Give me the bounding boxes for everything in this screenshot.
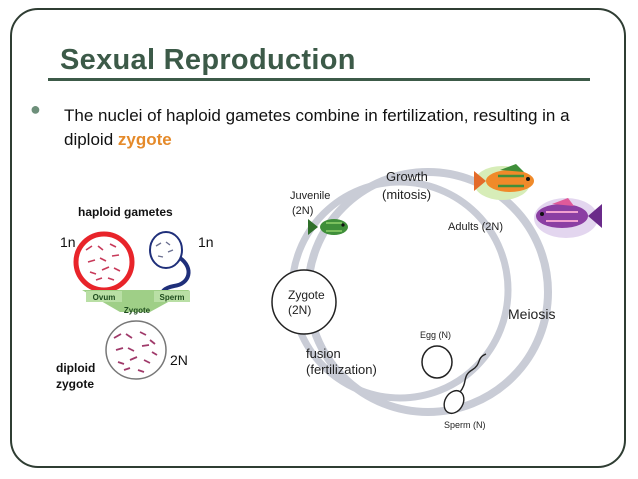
sperm-cell-icon bbox=[149, 231, 191, 299]
fertilization-label: (fertilization) bbox=[306, 362, 377, 377]
egg-label: Egg (N) bbox=[420, 330, 451, 340]
sperm-tag bbox=[154, 291, 190, 302]
cycle-zygote-circle bbox=[271, 269, 337, 335]
bullet-highlight-zygote: zygote bbox=[117, 130, 172, 149]
sperm-label: Sperm bbox=[160, 293, 185, 302]
cycle-zygote-ploidy: (2N) bbox=[288, 303, 311, 317]
zygote-tag-label: Zygote bbox=[124, 306, 151, 315]
fusion-label: fusion bbox=[306, 346, 341, 361]
juvenile-ploidy: (2N) bbox=[292, 205, 313, 217]
sperm-n-label: Sperm (N) bbox=[444, 420, 486, 430]
adult-fish-orange-icon bbox=[474, 164, 534, 200]
juvenile-fish-icon bbox=[308, 219, 348, 235]
zygote-label-left: zygote bbox=[56, 377, 95, 391]
ovum-tag bbox=[86, 291, 122, 302]
bullet-text: The nuclei of haploid gametes combine in… bbox=[64, 104, 604, 152]
sperm-ploidy-label: 1n bbox=[198, 234, 214, 250]
zygote-cell-icon bbox=[105, 320, 167, 380]
growth-label: Growth bbox=[386, 169, 428, 184]
bullet-icon: ● bbox=[30, 99, 41, 119]
haploid-gametes-heading: haploid gametes bbox=[78, 205, 173, 219]
egg-cell-icon bbox=[421, 345, 453, 379]
title-underline bbox=[48, 78, 590, 81]
adult-fish-purple-icon bbox=[534, 198, 602, 238]
mitosis-label: (mitosis) bbox=[382, 187, 431, 202]
sperm-swimming-icon bbox=[443, 353, 487, 415]
ovum-cell-icon bbox=[73, 231, 135, 293]
adults-label: Adults (2N) bbox=[448, 221, 503, 233]
cycle-zygote-label: Zygote bbox=[288, 288, 325, 302]
bullet-text-main: The nuclei of haploid gametes combine in… bbox=[64, 106, 570, 149]
ovum-ploidy-label: 1n bbox=[60, 234, 76, 250]
slide-title: Sexual Reproduction bbox=[60, 44, 356, 76]
slide-frame bbox=[10, 8, 626, 468]
zygote-ploidy-label: 2N bbox=[170, 352, 188, 368]
diploid-label: diploid bbox=[56, 361, 96, 375]
juvenile-label: Juvenile bbox=[290, 190, 330, 202]
ovum-label: Ovum bbox=[93, 293, 116, 302]
meiosis-label: Meiosis bbox=[508, 306, 555, 322]
